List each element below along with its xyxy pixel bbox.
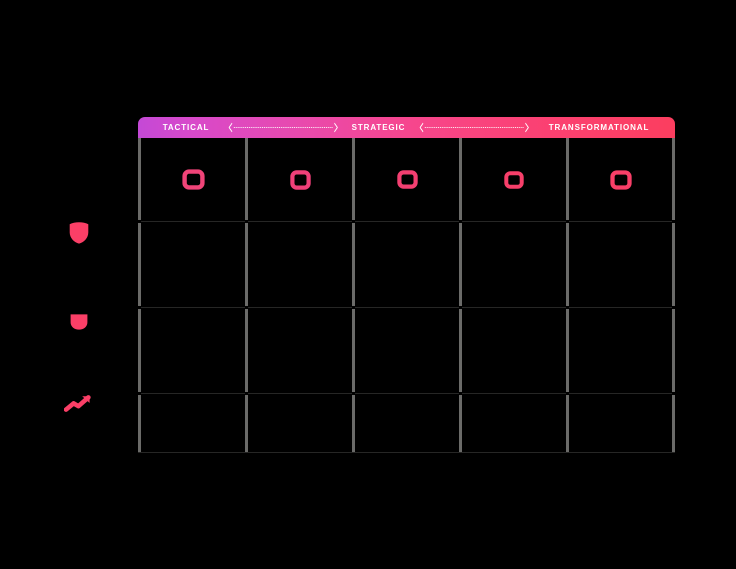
divider-notch [245,306,248,309]
divider-notch [245,220,248,223]
divider-notch [459,220,462,223]
rounded-square-outline-icon [609,169,632,190]
spectrum-label-tactical: TACTICAL [162,123,210,132]
trend-arrow-up-icon [64,395,91,412]
column-header-3[interactable] [355,138,459,221]
column-divider-2 [352,138,355,453]
row-separator-header [138,221,675,222]
row-separator-2 [138,393,675,394]
shield-filled-icon [69,222,89,244]
row-header-1[interactable] [62,216,96,250]
divider-notch [566,306,569,309]
divider-notch [672,306,675,309]
divider-notch [352,306,355,309]
double-arrow-dotted-icon [228,122,338,133]
divider-notch [352,392,355,395]
bucket-filled-icon [70,314,88,330]
grid-edge-left [138,138,141,453]
column-header-5[interactable] [569,138,672,221]
divider-notch [138,392,141,395]
rounded-square-outline-icon [181,169,205,190]
row-separator-1 [138,307,675,308]
column-divider-1 [245,138,248,453]
divider-notch [138,306,141,309]
divider-notch [138,220,141,223]
row-header-3[interactable] [62,385,96,419]
rounded-square-outline-icon [289,169,311,190]
grid-edge-right [672,138,675,453]
divider-notch [352,220,355,223]
divider-notch [566,220,569,223]
spectrum-header-bar: TACTICAL STRATEGIC TRANSFORMATIONAL [138,117,675,138]
divider-notch [566,392,569,395]
spectrum-connector-1 [228,117,339,138]
divider-notch [245,392,248,395]
column-divider-3 [459,138,462,453]
column-divider-4 [566,138,569,453]
grid-edge-bottom [138,452,675,453]
divider-notch [672,220,675,223]
rounded-square-outline-icon [504,170,524,189]
column-header-1[interactable] [141,138,245,221]
column-header-4[interactable] [462,138,566,221]
maturity-matrix: TACTICAL STRATEGIC TRANSFORMATIONAL [138,117,675,453]
spectrum-label-transformational: TRANSFORMATIONAL [548,123,650,132]
spectrum-connector-2 [419,117,530,138]
spectrum-label-strategic: STRATEGIC [351,123,406,132]
row-header-2[interactable] [62,302,96,336]
rounded-square-outline-icon [396,170,418,189]
divider-notch [459,306,462,309]
divider-notch [459,392,462,395]
divider-notch [672,392,675,395]
matrix-grid-body [138,138,675,453]
column-header-2[interactable] [248,138,352,221]
double-arrow-dotted-icon [419,122,529,133]
